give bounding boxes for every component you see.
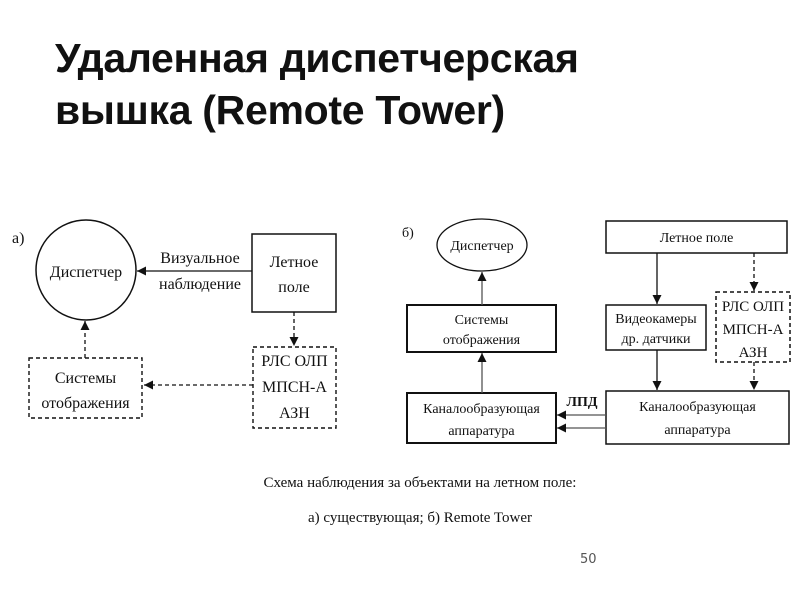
display-label-line-2: отображения	[41, 395, 130, 412]
radar-box	[715, 291, 791, 363]
channel-right-box	[605, 390, 790, 445]
radar-label-line-1: РЛС ОЛП	[261, 353, 328, 370]
diagram-b: б) Диспетчер Системы отображения Каналоо…	[402, 218, 791, 445]
cameras-label-line-2: др. датчики	[621, 332, 691, 347]
display-label-line-1: Системы	[455, 313, 509, 328]
channel-left-label-line-2: аппаратура	[448, 424, 515, 439]
slide-title: Удаленная диспетчерская вышка (Remote To…	[55, 32, 579, 136]
field-label: Летное поле	[660, 231, 734, 246]
cameras-label-line-1: Видеокамеры	[615, 312, 697, 327]
diagram-a-label: а)	[12, 230, 24, 247]
cameras-box	[605, 304, 707, 351]
diagram-a-dispatcher-node: Диспетчер	[35, 219, 137, 321]
field-label-line-1: Летное	[270, 254, 319, 271]
display-label-line-2: отображения	[443, 333, 521, 348]
caption-line-2: а) существующая; б) Remote Tower	[307, 510, 533, 526]
diagram-b-field-node: Летное поле	[605, 220, 788, 254]
radar-label-line-2: МПСН-А	[262, 379, 327, 396]
display-label-line-1: Системы	[55, 370, 117, 387]
slide-title-line-1: Удаленная диспетчерская	[55, 35, 579, 81]
diagram-b-label: б)	[402, 226, 414, 241]
radar-label-line-3: АЗН	[279, 405, 310, 422]
diagram-a-display-node: Системы отображения	[28, 357, 143, 419]
field-label-line-2: поле	[278, 279, 309, 296]
radar-box	[252, 346, 337, 429]
visual-observation-label-line-1: Визуальное	[160, 250, 239, 267]
channel-right-label-line-2: аппаратура	[664, 423, 731, 438]
dispatcher-circle	[35, 219, 137, 321]
radar-label-line-3: АЗН	[739, 345, 768, 361]
diagram-b-radar-node: РЛС ОЛП МПСН-А АЗН	[715, 291, 791, 363]
field-box	[605, 220, 788, 254]
channel-left-label-line-1: Каналообразующая	[423, 402, 540, 417]
field-box	[251, 233, 337, 313]
slide-title-line-2: вышка (Remote Tower)	[55, 87, 505, 133]
page-number: 50	[580, 552, 597, 567]
diagram-b-channel-right-node: Каналообразующая аппаратура	[605, 390, 790, 445]
visual-observation-label-line-2: наблюдение	[159, 276, 241, 293]
radar-label-line-1: РЛС ОЛП	[722, 299, 784, 315]
radar-label-line-2: МПСН-А	[723, 322, 784, 338]
diagram-a-field-node: Летное поле	[251, 233, 337, 313]
dispatcher-ellipse	[436, 218, 528, 272]
diagram-a-radar-node: РЛС ОЛП МПСН-А АЗН	[252, 346, 337, 429]
dispatcher-label: Диспетчер	[450, 239, 513, 254]
dispatcher-label: Диспетчер	[50, 264, 122, 281]
diagram-b-dispatcher-node: Диспетчер	[436, 218, 528, 272]
channel-right-label-line-1: Каналообразующая	[639, 400, 756, 415]
diagram-b-channel-left-node: Каналообразующая аппаратура	[406, 392, 557, 444]
caption-line-1: Схема наблюдения за объектами на летном …	[263, 475, 577, 491]
diagram-b-cameras-node: Видеокамеры др. датчики	[605, 304, 707, 351]
data-link-label: ЛПД	[567, 395, 598, 410]
diagram-b-display-node: Системы отображения	[406, 304, 557, 353]
diagram-a: а) Диспетчер Летное поле Визуальное набл…	[12, 219, 337, 429]
